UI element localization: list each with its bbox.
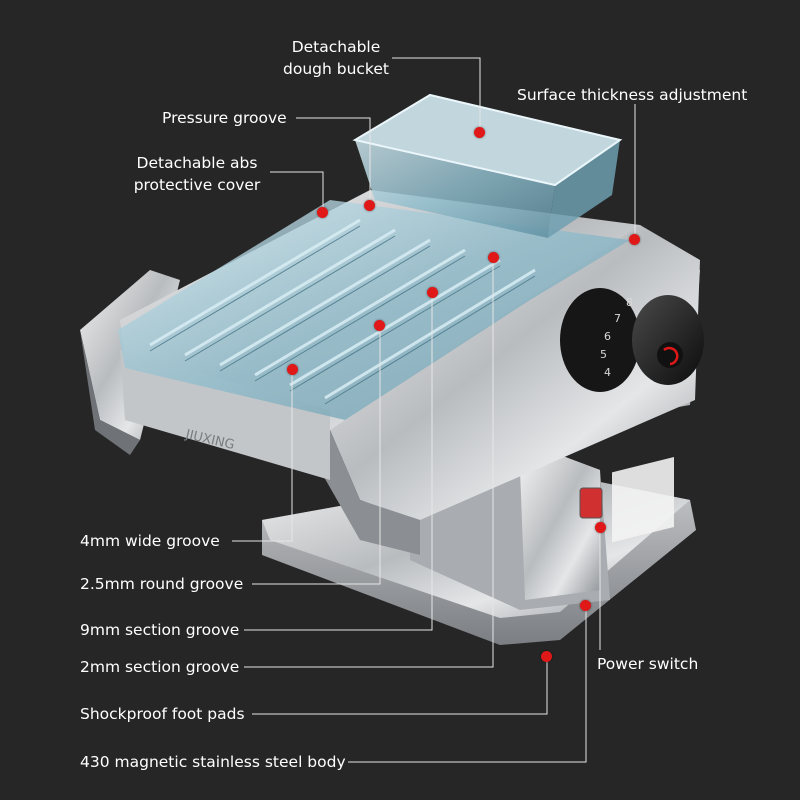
- thickness-knob: 8 7 6 5 4: [560, 288, 704, 392]
- marker-dot: [580, 600, 591, 611]
- callout-2mm-section-groove: 2mm section groove: [80, 658, 240, 676]
- callout-detachable-bucket: Detachable dough bucket: [272, 36, 400, 80]
- callout-line: Detachable abs: [136, 154, 258, 172]
- knob-digit: 7: [614, 312, 621, 325]
- callout-line: protective cover: [133, 176, 261, 194]
- leader-lines: [232, 57, 636, 763]
- callout-4mm-wide-groove: 4mm wide groove: [80, 532, 220, 550]
- knob-digit: 8: [626, 296, 633, 309]
- front-roller-panel: [120, 350, 330, 480]
- dough-bucket: [352, 93, 623, 238]
- callout-surface-thickness: Surface thickness adjustment: [517, 86, 748, 104]
- knob-digit: 6: [604, 330, 611, 343]
- marker-dot: [595, 522, 606, 533]
- knob-digit: 4: [604, 366, 611, 379]
- marker-dot: [364, 200, 375, 211]
- callout-power-switch: Power switch: [597, 655, 699, 673]
- callout-line: Detachable: [291, 38, 381, 56]
- callout-2-5mm-round-groove: 2.5mm round groove: [80, 575, 244, 593]
- callout-protective-cover: Detachable abs protective cover: [124, 152, 270, 196]
- callout-line: dough bucket: [283, 60, 389, 78]
- marker-dot: [474, 127, 485, 138]
- marker-dot: [488, 252, 499, 263]
- marker-dot: [317, 207, 328, 218]
- marker-dot: [629, 234, 640, 245]
- spec-label-plate: [612, 456, 674, 543]
- power-switch-rocker: [579, 487, 603, 519]
- machine-neck-front: [520, 455, 600, 600]
- marker-dot: [541, 651, 552, 662]
- marker-dot: [287, 364, 298, 375]
- marker-dot: [427, 287, 438, 298]
- callout-9mm-section-groove: 9mm section groove: [80, 621, 240, 639]
- protective-cover: [118, 200, 630, 420]
- callout-shockproof-foot-pads: Shockproof foot pads: [80, 705, 245, 723]
- knob-digit: 5: [600, 348, 607, 361]
- callout-steel-body: 430 magnetic stainless steel body: [80, 753, 346, 771]
- callout-pressure-groove: Pressure groove: [162, 109, 287, 127]
- marker-dot: [374, 320, 385, 331]
